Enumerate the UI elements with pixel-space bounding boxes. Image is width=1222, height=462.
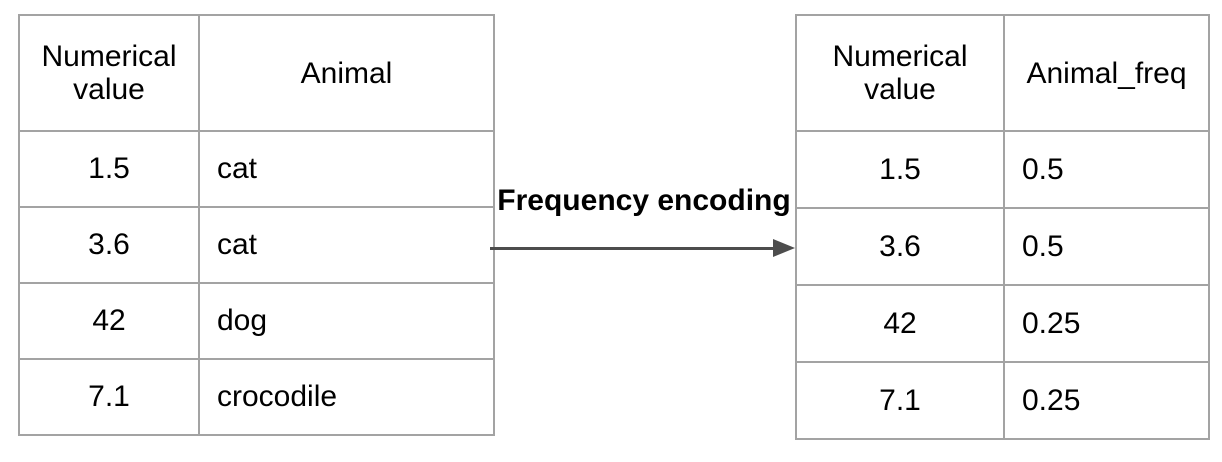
table-row: 7.1 crocodile (18, 358, 495, 436)
table-cell: 0.25 (1003, 284, 1210, 363)
encoded-table: Numerical value Animal_freq 1.5 0.5 3.6 … (795, 14, 1210, 440)
arrow-head-icon (773, 239, 795, 257)
table-cell: 0.5 (1003, 130, 1210, 209)
header-cell-numerical-value: Numerical value (18, 14, 200, 132)
table-row: 42 dog (18, 282, 495, 360)
table-row: 42 0.25 (795, 284, 1210, 363)
table-cell: 7.1 (18, 358, 200, 436)
table-row: 7.1 0.25 (795, 361, 1210, 440)
table-cell: 3.6 (18, 206, 200, 284)
table-row: 3.6 cat (18, 206, 495, 284)
header-cell-numerical-value: Numerical value (795, 14, 1005, 132)
table-row: 1.5 cat (18, 130, 495, 208)
arrow-label: Frequency encoding (497, 184, 791, 217)
right-arrow-icon (490, 247, 775, 250)
table-cell: 42 (18, 282, 200, 360)
table-cell: cat (198, 206, 495, 284)
table-cell: 3.6 (795, 207, 1005, 286)
table-row: 3.6 0.5 (795, 207, 1210, 286)
table-cell: 0.25 (1003, 361, 1210, 440)
table-header-row: Numerical value Animal (18, 14, 495, 132)
table-header-row: Numerical value Animal_freq (795, 14, 1210, 132)
header-cell-animal-freq: Animal_freq (1003, 14, 1210, 132)
table-cell: 0.5 (1003, 207, 1210, 286)
table-cell: cat (198, 130, 495, 208)
table-cell: 1.5 (795, 130, 1005, 209)
original-table: Numerical value Animal 1.5 cat 3.6 cat 4… (18, 14, 495, 436)
table-cell: crocodile (198, 358, 495, 436)
table-cell: 7.1 (795, 361, 1005, 440)
table-cell: 42 (795, 284, 1005, 363)
header-cell-animal: Animal (198, 14, 495, 132)
table-row: 1.5 0.5 (795, 130, 1210, 209)
table-cell: dog (198, 282, 495, 360)
table-cell: 1.5 (18, 130, 200, 208)
